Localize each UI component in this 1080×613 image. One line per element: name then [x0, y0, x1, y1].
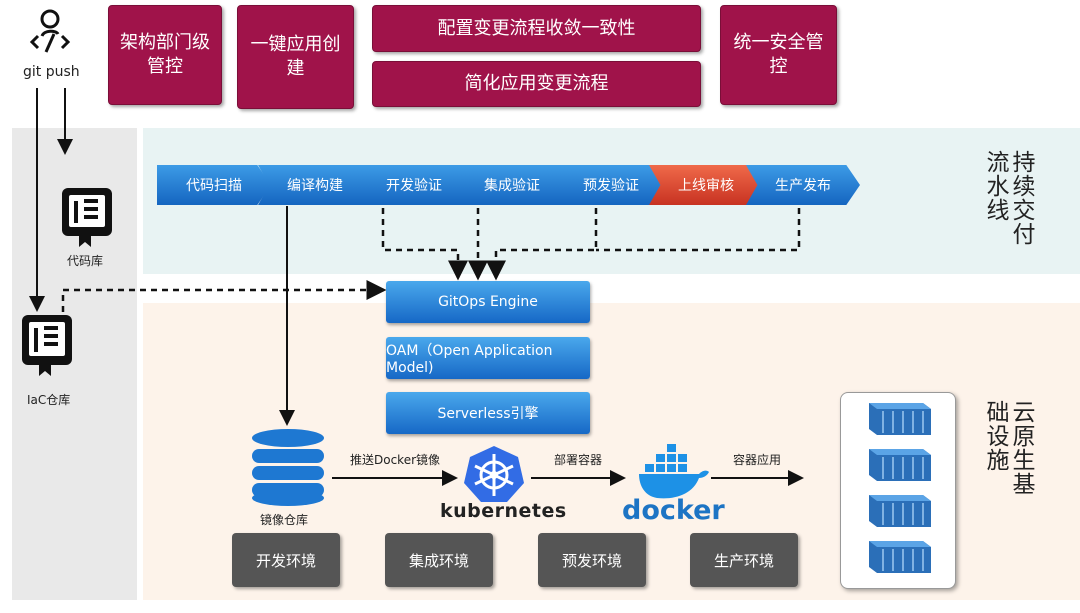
kubernetes-logo-icon — [462, 444, 526, 504]
pipeline-step-integration-verify: 集成验证 — [455, 165, 569, 205]
dev-env-box: 开发环境 — [232, 533, 340, 587]
pipeline-step-dev-verify: 开发验证 — [357, 165, 471, 205]
database-icon — [250, 428, 326, 508]
container-icon — [869, 449, 931, 481]
one-click-create-box: 一键应用创建 — [237, 5, 354, 109]
pipeline-step-production-release: 生产发布 — [746, 165, 860, 205]
deploy-container-label: 部署容器 — [554, 453, 603, 467]
arch-control-box: 架构部门级管控 — [108, 5, 222, 105]
developer-code-icon — [26, 6, 74, 54]
container-stack-panel — [840, 392, 956, 589]
iac-repo-label: IaC仓库 — [27, 393, 71, 407]
pipeline-step-release-review: 上线审核 — [649, 165, 763, 205]
pipeline-step-build: 编译构建 — [258, 165, 372, 205]
security-control-box: 统一安全管控 — [720, 5, 837, 105]
git-push-label: git push — [23, 64, 80, 80]
container-icon — [869, 495, 931, 527]
simplify-change-box: 简化应用变更流程 — [372, 61, 701, 107]
gitops-engine-box: GitOps Engine — [386, 281, 590, 323]
image-repo-label: 镜像仓库 — [260, 513, 309, 527]
oam-box: OAM（Open Application Model) — [386, 337, 590, 379]
docker-whale-icon — [637, 444, 711, 500]
repository-icon — [19, 312, 75, 378]
staging-env-box: 预发环境 — [538, 533, 646, 587]
container-icon — [869, 541, 931, 573]
pipeline-step-staging-verify: 预发验证 — [554, 165, 668, 205]
infra-title: 云原生基础设施 — [982, 400, 1034, 496]
kubernetes-wordmark: kubernetes — [440, 500, 567, 522]
pipeline-step-code-scan: 代码扫描 — [157, 165, 271, 205]
docker-wordmark: docker — [622, 495, 725, 526]
config-convergence-box: 配置变更流程收敛一致性 — [372, 5, 701, 52]
repository-icon — [59, 185, 115, 249]
integration-env-box: 集成环境 — [385, 533, 493, 587]
code-repo-label: 代码库 — [67, 254, 104, 268]
production-env-box: 生产环境 — [690, 533, 798, 587]
pipeline-title: 持续交付流水线 — [982, 150, 1034, 246]
serverless-engine-box: Serverless引擎 — [386, 392, 590, 434]
container-app-label: 容器应用 — [733, 453, 782, 467]
push-docker-label: 推送Docker镜像 — [350, 453, 441, 467]
container-icon — [869, 403, 931, 435]
